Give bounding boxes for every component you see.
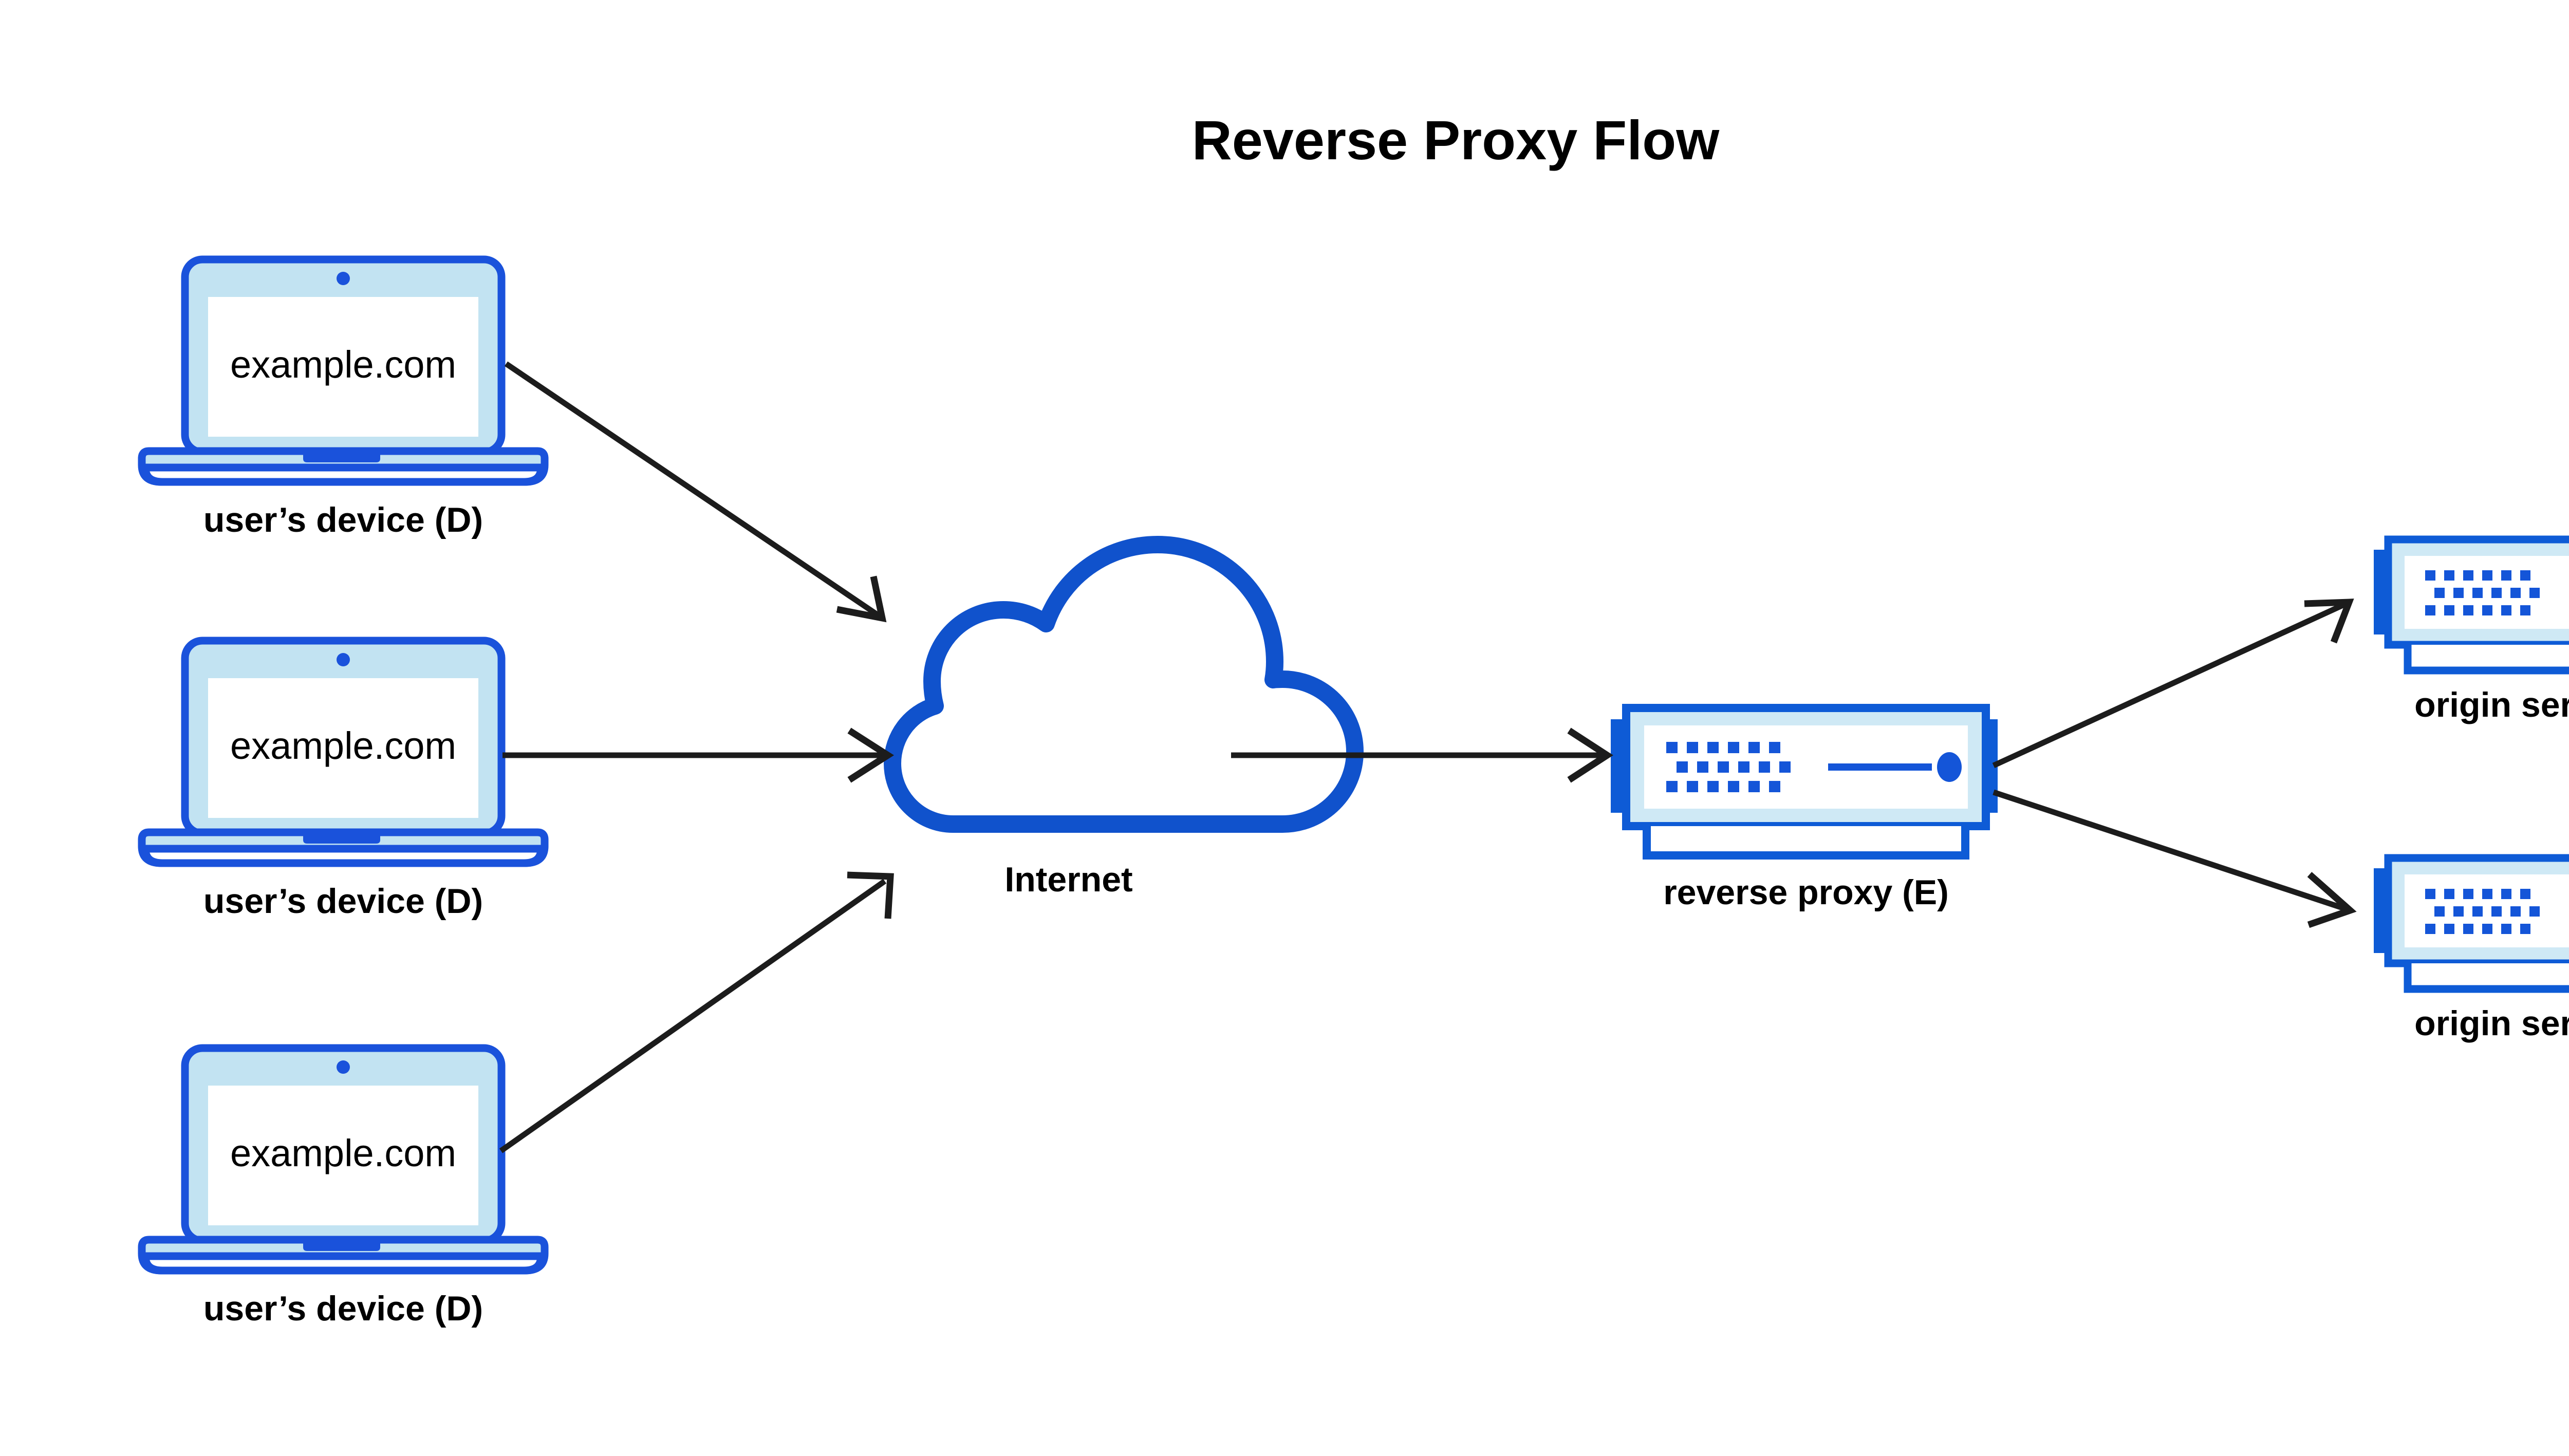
device-bottom-screen-text: example.com [230,1132,456,1174]
laptop-base-lip [141,1252,545,1275]
laptop-trackpad-notch [303,1240,380,1251]
laptop-trackpad-notch [303,832,380,844]
edge-reverse-proxy-to-origin-bottom [1993,789,2357,928]
server-vent-grid [2425,889,2540,934]
camera-dot-icon [337,1060,350,1074]
laptop-trackpad-notch [303,451,380,462]
server-vent-grid [1666,742,1791,792]
server-status-line [1828,763,1932,771]
laptop-screen [208,1086,478,1225]
server-shelf [1643,826,1969,860]
laptop-base-lip [141,845,545,867]
device-middle-label: user’s device (D) [203,882,483,921]
server-shelf [2404,645,2569,675]
camera-dot-icon [337,272,350,285]
reverse-proxy-label: reverse proxy (E) [1663,873,1949,912]
diagram-title: Reverse Proxy Flow [1192,109,1720,171]
server-shelf [2404,963,2569,993]
laptop-screen [208,678,478,818]
device-middle-group[interactable]: example.com user’s device (D) [138,637,549,921]
laptop-screen [208,297,478,437]
edge-internet-to-reverse-proxy [1231,727,1613,783]
edge-reverse-proxy-to-origin-top [1992,599,2354,768]
device-top-label: user’s device (D) [203,500,483,539]
edge-device-bottom-to-internet [499,871,894,1153]
server-inner-panel [2405,874,2569,947]
device-middle-screen-text: example.com [230,724,456,767]
origin-server-top-label: origin server (F) [2414,685,2569,724]
origin-server-bottom-label: origin server (F) [2414,1004,2569,1043]
camera-dot-icon [337,653,350,666]
internet-label: Internet [1004,860,1132,899]
edge-device-top-to-internet [504,361,887,623]
device-top-screen-text: example.com [230,343,456,386]
reverse-proxy-group[interactable]: reverse proxy (E) [1611,704,1998,912]
laptop-base-lip [141,463,545,486]
edge-device-middle-to-internet [502,727,895,783]
server-status-dot [1937,752,1962,782]
origin-server-bottom-group[interactable]: origin server (F) [2374,854,2569,1043]
device-bottom-label: user’s device (D) [203,1289,483,1328]
origin-server-top-group[interactable]: origin server (F) [2374,535,2569,724]
server-inner-panel [2405,556,2569,629]
device-top-group[interactable]: example.com user’s device (D) [138,255,549,539]
device-bottom-group[interactable]: example.com user’s device (D) [138,1044,549,1328]
server-vent-grid [2425,570,2540,615]
